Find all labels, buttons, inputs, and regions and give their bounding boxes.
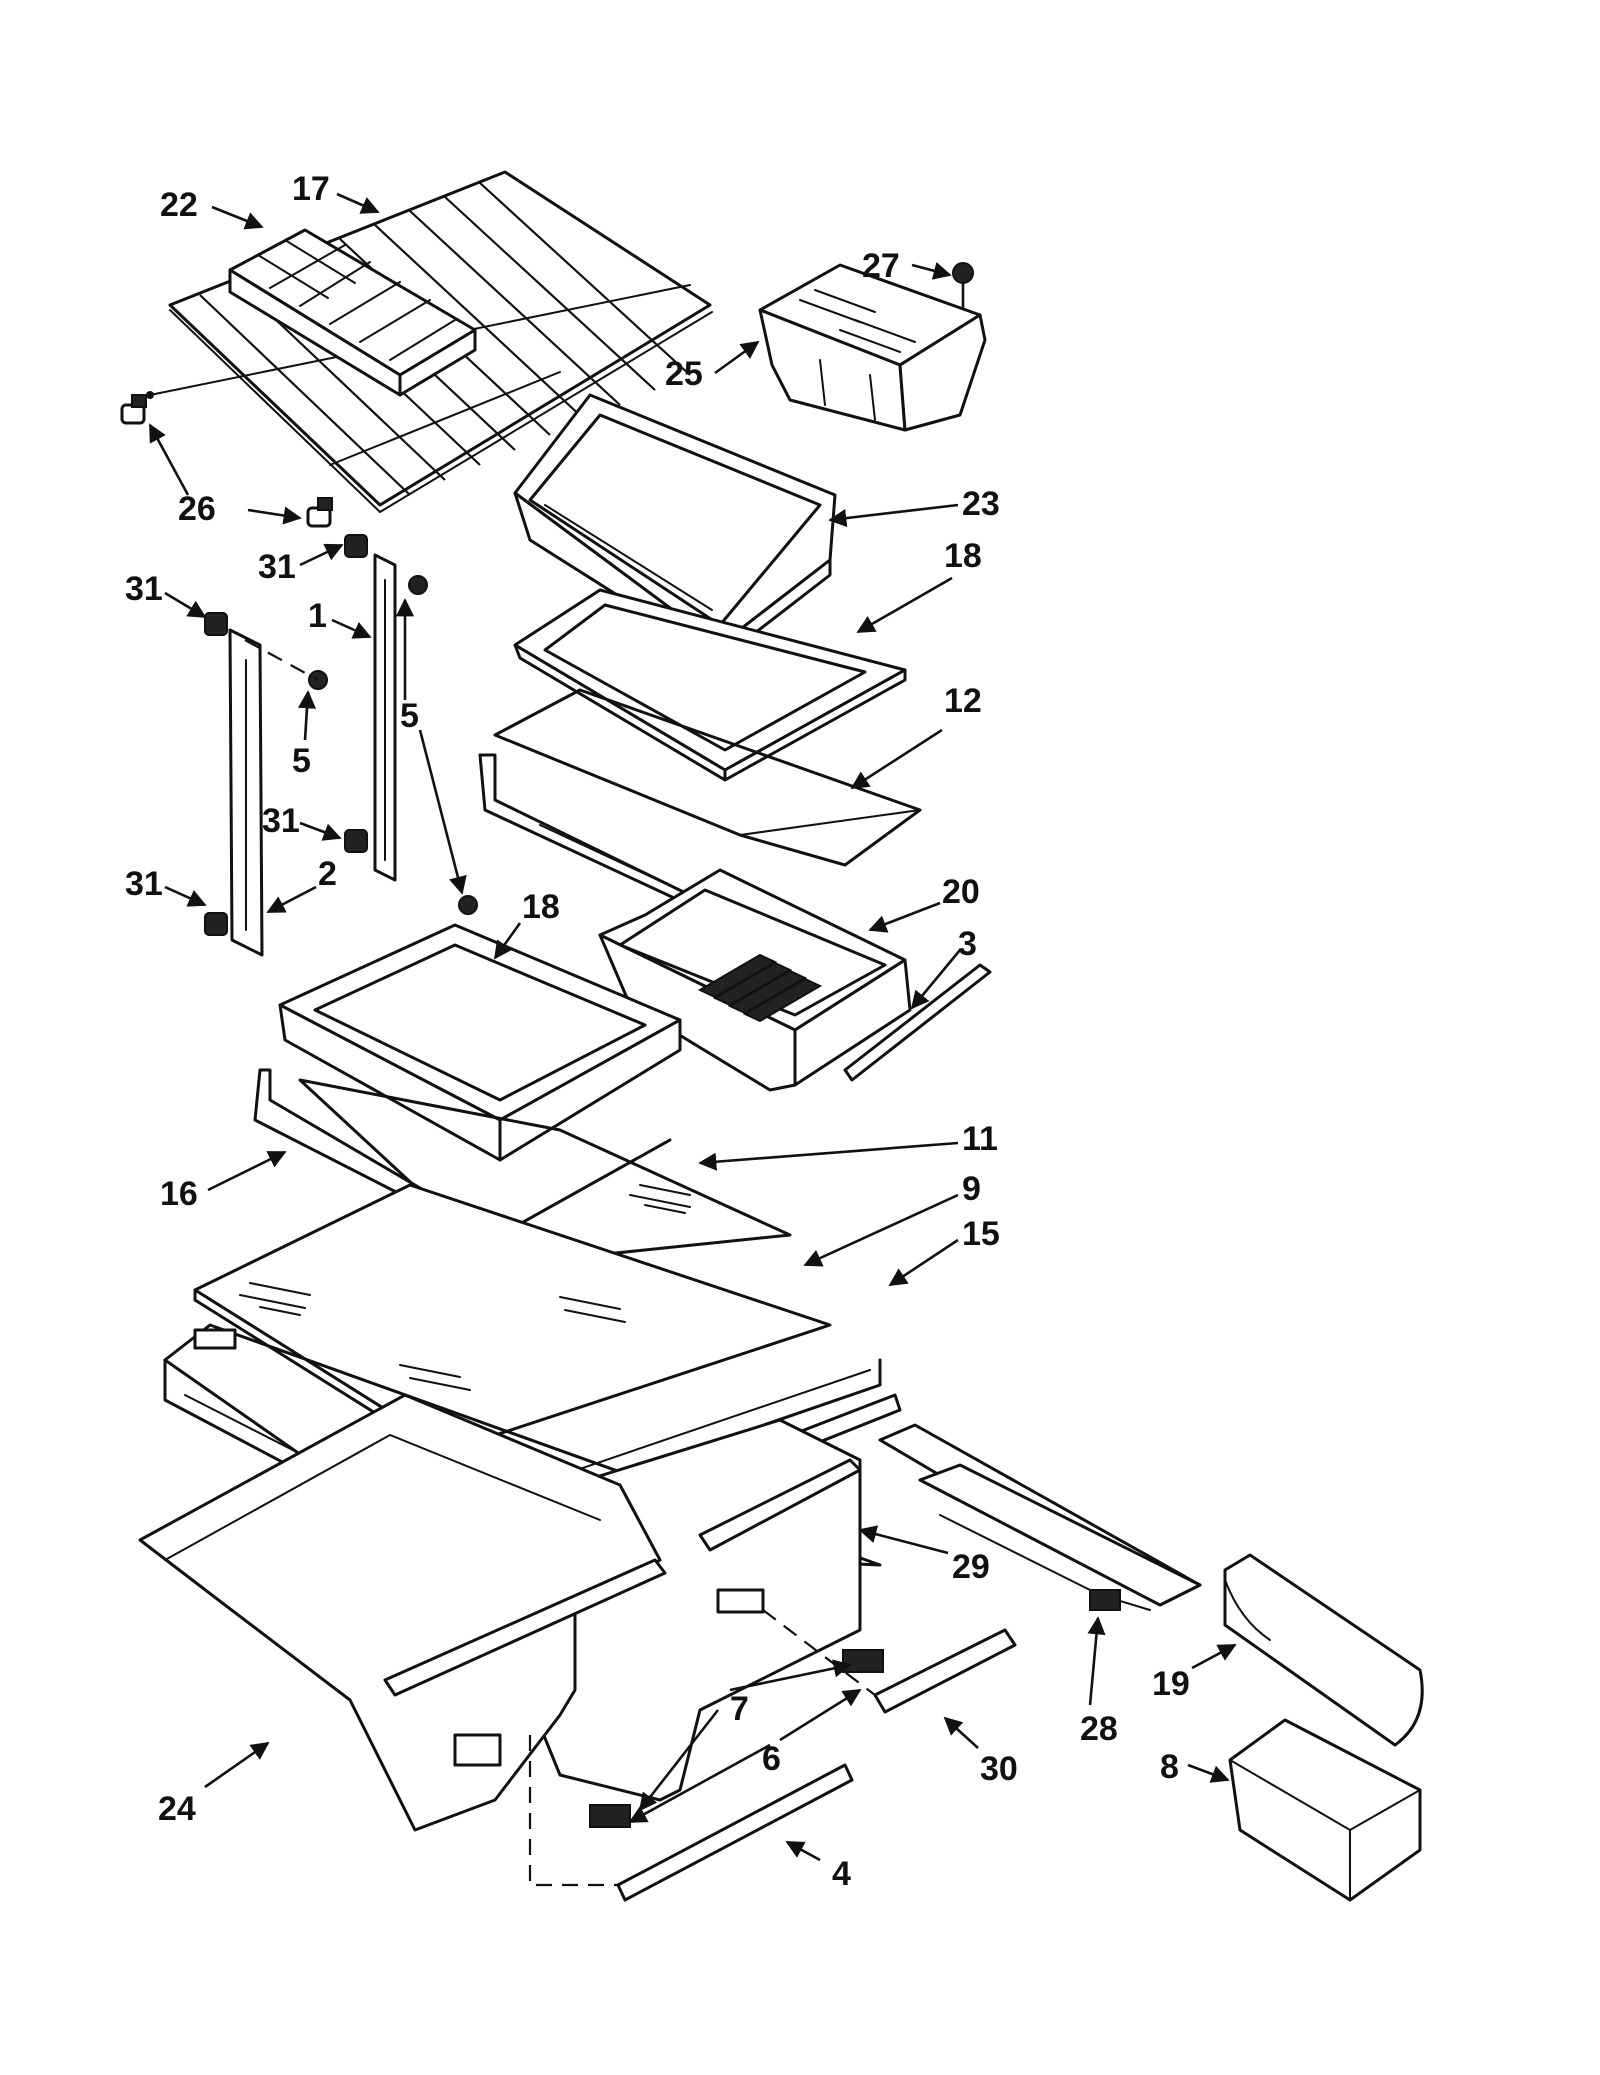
callout-19: 19 xyxy=(1152,1665,1190,1703)
callout-30: 30 xyxy=(980,1750,1018,1788)
callout-2: 2 xyxy=(318,855,337,893)
ice-tray-22 xyxy=(228,228,477,397)
callout-6: 6 xyxy=(762,1740,781,1778)
callout-27: 27 xyxy=(862,247,900,285)
callout-31-a: 31 xyxy=(258,548,296,586)
callout-26: 26 xyxy=(178,490,216,528)
callout-18-lower: 18 xyxy=(522,888,560,926)
callout-7: 7 xyxy=(730,1690,749,1728)
clip-31d xyxy=(204,912,228,936)
callout-29: 29 xyxy=(952,1548,990,1586)
shelf-pin-26a xyxy=(120,394,147,425)
clip-31a xyxy=(344,534,368,558)
callout-31-d: 31 xyxy=(125,865,163,903)
callout-5-upper: 5 xyxy=(400,697,419,735)
clip-31b xyxy=(204,612,228,636)
callout-4: 4 xyxy=(832,1855,851,1893)
callout-9: 9 xyxy=(962,1170,981,1208)
clip-31c xyxy=(344,829,368,853)
callout-16: 16 xyxy=(160,1175,198,1213)
callout-31-c: 31 xyxy=(262,802,300,840)
callout-3: 3 xyxy=(958,925,977,963)
leader-arrows xyxy=(148,192,1237,1862)
callout-28: 28 xyxy=(1080,1710,1118,1748)
support-rail-2 xyxy=(228,628,264,957)
crisper-pan-24 xyxy=(138,1393,667,1832)
callout-8: 8 xyxy=(1160,1748,1179,1786)
callout-5-lower: 5 xyxy=(292,742,311,780)
callout-1: 1 xyxy=(308,597,327,635)
rail-4 xyxy=(616,1763,854,1902)
slide-7b xyxy=(842,1649,884,1673)
shelf-18-lower xyxy=(278,923,682,1162)
trim-strip-3 xyxy=(843,963,992,1082)
callout-23: 23 xyxy=(962,485,1000,523)
shelf-pin-26b xyxy=(306,497,333,528)
callout-20: 20 xyxy=(942,873,980,911)
screw-5a xyxy=(408,575,428,595)
callout-11: 11 xyxy=(962,1120,998,1158)
callout-22: 22 xyxy=(160,186,198,224)
shelf-18-upper xyxy=(513,588,907,782)
callout-15: 15 xyxy=(962,1215,1000,1253)
support-rail-1 xyxy=(373,553,397,882)
callout-18-upper: 18 xyxy=(944,537,982,575)
callout-24: 24 xyxy=(158,1790,196,1828)
slide-7a xyxy=(589,1804,631,1828)
bracket-cover-25 xyxy=(758,263,987,432)
callout-25: 25 xyxy=(665,355,703,393)
callout-12: 12 xyxy=(944,682,982,720)
callout-31-b: 31 xyxy=(125,570,163,608)
glass-cover-9 xyxy=(193,1183,832,1462)
door-bin-19 xyxy=(1223,1553,1424,1747)
rail-assembly-28 xyxy=(878,1423,1202,1611)
crisper-drawer-20 xyxy=(598,868,912,1092)
door-bin-8 xyxy=(1228,1718,1422,1902)
callout-17: 17 xyxy=(292,170,330,208)
rail-30 xyxy=(873,1628,1017,1714)
screw-5c xyxy=(458,895,478,915)
